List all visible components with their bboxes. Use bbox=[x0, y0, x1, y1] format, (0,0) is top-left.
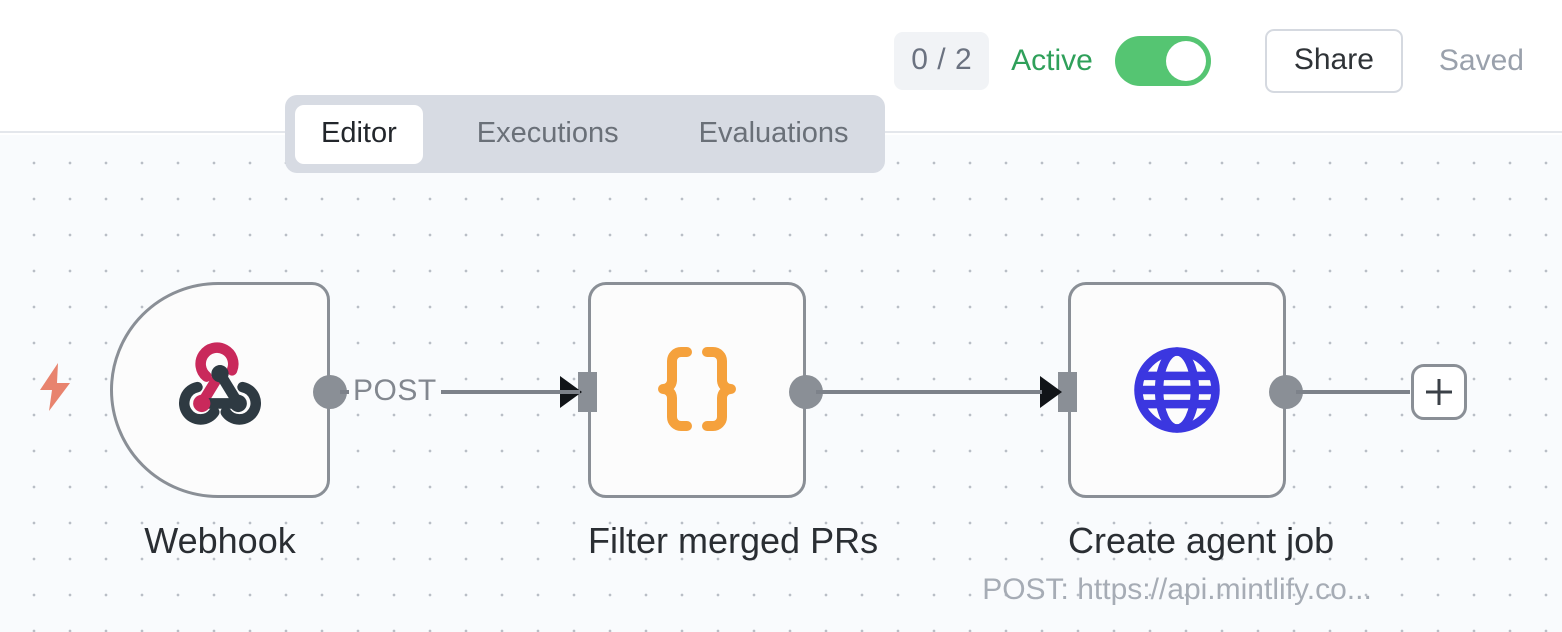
node-sublabel-create-agent-job: POST: https://api.mintlify.co... bbox=[982, 573, 1372, 606]
node-label-webhook: Webhook bbox=[144, 520, 296, 561]
globe-icon bbox=[1134, 347, 1220, 433]
saved-status-label: Saved bbox=[1438, 44, 1524, 77]
node-label-filter-merged-prs: Filter merged PRs bbox=[588, 520, 879, 561]
node-webhook[interactable] bbox=[110, 282, 330, 498]
tab-evaluations[interactable]: Evaluations bbox=[698, 116, 849, 149]
tab-editor[interactable]: Editor bbox=[295, 104, 423, 164]
connection-create-agent-job-to-add[interactable] bbox=[1296, 390, 1410, 394]
add-node-button[interactable] bbox=[1411, 364, 1467, 420]
node-filter-merged-prs[interactable] bbox=[588, 282, 806, 498]
connection-arrow-2 bbox=[1040, 376, 1062, 408]
tab-executions[interactable]: Executions bbox=[476, 116, 619, 149]
share-button[interactable]: Share bbox=[1264, 29, 1403, 93]
connection-label-post: POST bbox=[349, 371, 441, 411]
connection-webhook-to-filter[interactable] bbox=[340, 390, 580, 394]
workflow-canvas[interactable]: POST Webhook Filter merged PRs Create ag… bbox=[0, 135, 1562, 632]
input-connector-filter-merged-prs[interactable] bbox=[578, 372, 597, 412]
active-toggle[interactable] bbox=[1114, 36, 1211, 86]
active-toggle-knob bbox=[1165, 41, 1206, 81]
lightning-bolt-icon bbox=[40, 363, 70, 411]
webhook-icon bbox=[179, 342, 261, 425]
view-tabs: Editor Executions Evaluations bbox=[285, 95, 885, 173]
code-braces-icon bbox=[658, 347, 736, 431]
node-label-create-agent-job: Create agent job bbox=[1068, 520, 1335, 561]
header-actions: 0 / 2 Active Share Saved bbox=[894, 29, 1524, 93]
execution-count-badge: 0 / 2 bbox=[894, 32, 990, 90]
active-status-label: Active bbox=[1011, 44, 1093, 77]
connection-filter-to-create-agent-job[interactable] bbox=[816, 390, 1042, 394]
node-create-agent-job[interactable] bbox=[1068, 282, 1286, 498]
input-connector-create-agent-job[interactable] bbox=[1058, 372, 1077, 412]
